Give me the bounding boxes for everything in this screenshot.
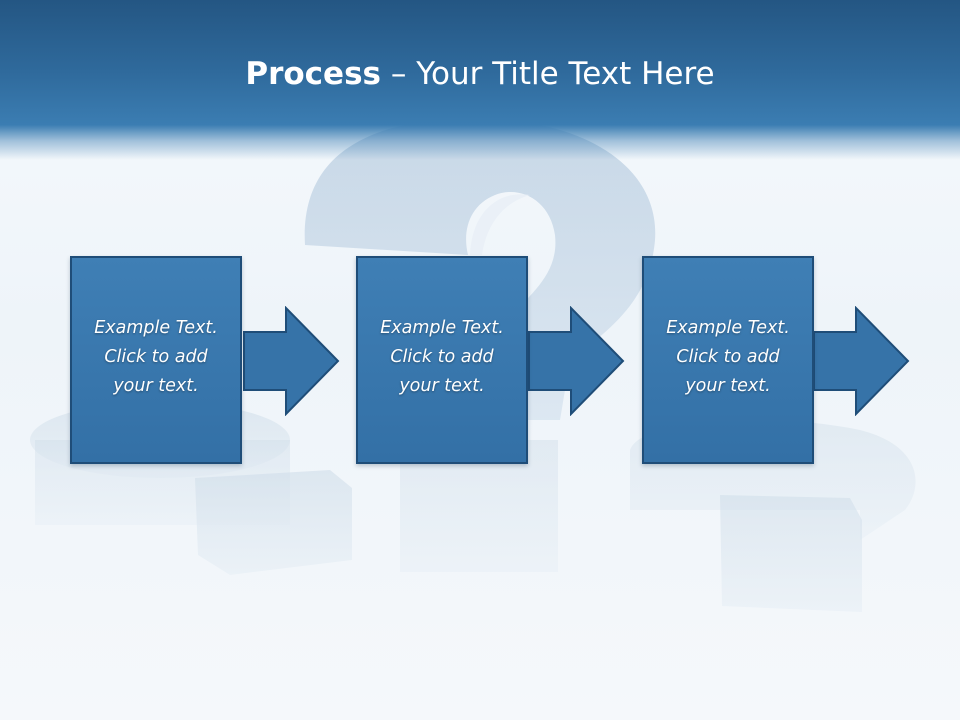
step-text-1: Example Text. Click to add your text.	[72, 314, 240, 401]
arrow-right-icon-3[interactable]	[808, 306, 912, 416]
process-step-2[interactable]: Example Text. Click to add your text.	[356, 256, 528, 464]
title-bold: Process	[245, 56, 381, 92]
step-line: your text.	[113, 376, 199, 396]
title-rest: – Your Title Text Here	[381, 56, 715, 92]
header-bar	[0, 0, 960, 160]
step-line: your text.	[685, 376, 771, 396]
step-line: Click to add	[104, 347, 208, 367]
step-line: Click to add	[390, 347, 494, 367]
step-text-2: Example Text. Click to add your text.	[358, 314, 526, 401]
step-line: Example Text.	[666, 318, 790, 338]
process-step-1[interactable]: Example Text. Click to add your text.	[70, 256, 242, 464]
step-line: Click to add	[676, 347, 780, 367]
step-line: your text.	[399, 376, 485, 396]
arrow-right-icon-2[interactable]	[523, 306, 627, 416]
slide-title[interactable]: Process – Your Title Text Here	[0, 52, 960, 96]
step-text-3: Example Text. Click to add your text.	[644, 314, 812, 401]
process-step-3[interactable]: Example Text. Click to add your text.	[642, 256, 814, 464]
arrow-right-icon-1[interactable]	[238, 306, 342, 416]
step-line: Example Text.	[94, 318, 218, 338]
step-line: Example Text.	[380, 318, 504, 338]
